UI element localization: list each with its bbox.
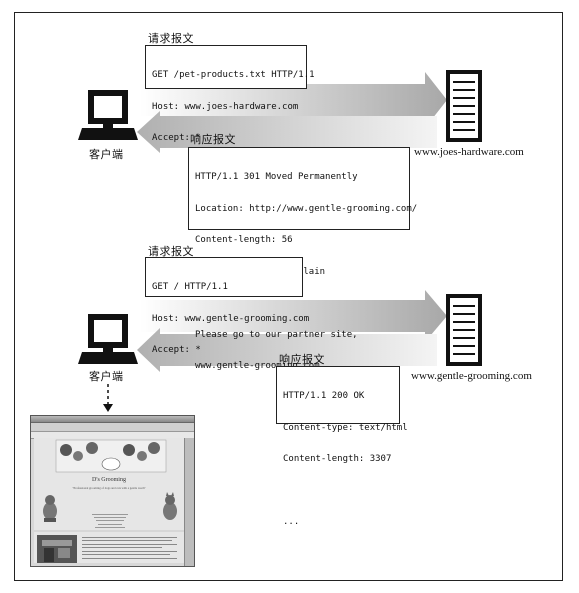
response-line: Content-type: text/html <box>283 422 408 433</box>
site-title: D's Grooming <box>92 477 126 483</box>
server-label-2: www.gentle-grooming.com <box>411 370 532 382</box>
response-line <box>283 486 393 497</box>
browser-scrollbar[interactable] <box>184 438 194 566</box>
request-message-2: GET / HTTP/1.1 Host: www.gentle-grooming… <box>145 257 309 355</box>
request-line: Host: www.gentle-grooming.com <box>152 313 310 324</box>
response-line: Location: http://www.gentle-grooming.com… <box>195 203 418 214</box>
response-line: HTTP/1.1 200 OK <box>283 391 365 401</box>
response-line: Please go to our partner site, <box>195 329 358 340</box>
server-icon-1 <box>446 70 482 142</box>
request-line: Accept: * <box>152 345 201 355</box>
render-arrow <box>103 384 113 412</box>
response-line: HTTP/1.1 301 Moved Permanently <box>195 172 358 182</box>
dog-icon <box>43 495 57 522</box>
request-heading-2: 请求报文 <box>148 245 194 258</box>
browser-titlebar <box>31 416 194 423</box>
response-heading-2: 响应报文 <box>279 353 325 366</box>
request-arrow-2 <box>140 290 447 342</box>
server-label-1: www.joes-hardware.com <box>414 146 524 158</box>
response-arrow-1 <box>137 111 437 153</box>
request-line: Host: www.joes-hardware.com <box>152 101 299 112</box>
request-line: GET / HTTP/1.1 <box>152 282 228 292</box>
response-line: Content-length: 3307 <box>283 454 392 464</box>
page-illustration <box>34 439 186 563</box>
request-line: Accept: * <box>152 133 201 143</box>
browser-page-content: D's Grooming "Professional grooming of d… <box>34 438 186 563</box>
response-arrow-2 <box>137 328 437 372</box>
response-line: ... <box>283 517 300 527</box>
client-label-1: 客户端 <box>89 148 124 161</box>
cat-icon <box>163 492 177 520</box>
server-icon-2 <box>446 294 482 366</box>
client-computer-icon-1 <box>78 90 138 140</box>
request-message-1: GET /pet-products.txt HTTP/1.1 Host: www… <box>145 45 315 143</box>
response-message-1: HTTP/1.1 301 Moved Permanently Location:… <box>188 147 418 371</box>
response-line: www.gentle-grooming.com <box>195 361 320 371</box>
response-heading-1: 响应报文 <box>190 133 236 146</box>
request-heading-1: 请求报文 <box>148 32 194 45</box>
browser-toolbar <box>31 423 194 432</box>
request-line: GET /pet-products.txt HTTP/1.1 <box>152 70 315 80</box>
site-tagline: "Professional grooming of dogs and cats … <box>72 486 146 490</box>
client-computer-icon-2 <box>78 314 138 364</box>
response-line: Content-length: 56 <box>195 235 293 245</box>
response-message-2: HTTP/1.1 200 OK Content-type: text/html … <box>276 366 408 527</box>
client-label-2: 客户端 <box>89 370 124 383</box>
browser-window-preview: D's Grooming "Professional grooming of d… <box>30 415 195 567</box>
